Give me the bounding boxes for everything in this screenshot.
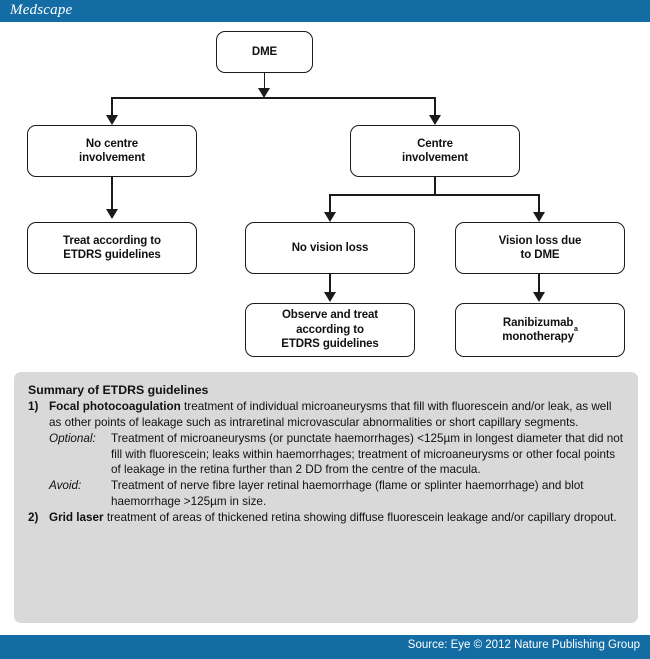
summary-item-1-text: treatment of individual microaneurysms t…	[49, 400, 612, 429]
summary-item-1-avoid-label: Avoid:	[49, 479, 82, 493]
summary-title: Summary of ETDRS guidelines	[28, 383, 209, 397]
arrow-centre-down	[428, 115, 441, 125]
summary-item-2-text: treatment of areas of thickened retina s…	[103, 511, 617, 525]
flow-node-no-centre-involvement: No centre involvement	[27, 125, 197, 177]
medscape-logo: Medscape	[10, 2, 73, 18]
source-attribution: Source: Eye © 2012 Nature Publishing Gro…	[407, 639, 640, 651]
summary-item-1: 1) Focal photocoagulation treatment of i…	[28, 399, 626, 430]
flow-node-no-vision-loss-label: No vision loss	[291, 241, 369, 254]
dme-treatment-flowchart: DME No centre involvement Centre involve…	[0, 22, 650, 370]
connector-no-centre-stem	[111, 177, 113, 211]
arrow-vision-loss-dme-down	[533, 212, 545, 222]
arrow-treat-etdrs-down	[105, 209, 118, 219]
flow-node-treat-etdrs-guidelines-label: Treat according to ETDRS guidelines	[63, 234, 161, 261]
summary-item-1-avoid-text: Treatment of nerve fibre layer retinal h…	[111, 479, 584, 508]
connector-drop-right-level2	[538, 194, 540, 214]
flow-node-dme: DME	[216, 31, 313, 73]
medscape-header-bar: Medscape	[0, 0, 650, 22]
arrow-ranibizumab-down	[533, 292, 545, 302]
flow-node-vision-loss-due-to-dme: Vision loss due to DME	[455, 222, 625, 274]
flow-node-observe-and-treat-label: Observe and treat according to ETDRS gui…	[281, 309, 379, 351]
flow-node-centre-involvement: Centre involvement	[350, 125, 520, 177]
flow-node-dme-label: DME	[251, 45, 278, 58]
footnote-marker-a: a	[573, 325, 578, 333]
connector-drop-left-level2	[329, 194, 331, 214]
flow-node-vision-loss-due-to-dme-label: Vision loss due to DME	[498, 234, 582, 261]
connector-drop-right-level1	[434, 97, 436, 117]
summary-item-1-number: 1)	[28, 400, 39, 414]
connector-drop-left-level1	[111, 97, 113, 117]
summary-item-1-avoid: Avoid: Treatment of nerve fibre layer re…	[28, 478, 626, 509]
summary-item-1-lead: Focal photocoagulation	[49, 400, 181, 414]
connector-split-level1	[111, 97, 435, 99]
flow-node-centre-involvement-label: Centre involvement	[401, 137, 468, 164]
connector-centre-stem	[434, 177, 436, 194]
connector-vision-loss-dme-stem	[538, 274, 540, 294]
summary-item-1-body: Focal photocoagulation treatment of indi…	[49, 399, 626, 430]
summary-item-2-body: Grid laser treatment of areas of thicken…	[49, 510, 626, 525]
arrow-no-centre-down	[105, 115, 118, 125]
connector-dme-stem	[263, 73, 266, 90]
summary-item-2: 2) Grid laser treatment of areas of thic…	[28, 510, 626, 525]
flow-node-no-centre-involvement-label: No centre involvement	[78, 137, 145, 164]
flow-node-treat-etdrs-guidelines: Treat according to ETDRS guidelines	[27, 222, 197, 274]
summary-item-1-optional: Optional: Treatment of microaneurysms (o…	[28, 431, 626, 477]
summary-panel: Summary of ETDRS guidelines 1) Focal pho…	[14, 372, 638, 623]
summary-item-1-optional-text: Treatment of microaneurysms (or punctate…	[111, 432, 624, 476]
connector-no-vision-loss-stem	[329, 274, 331, 294]
connector-split-level2	[329, 194, 540, 196]
summary-item-1-optional-label: Optional:	[49, 432, 96, 446]
summary-item-2-lead: Grid laser	[49, 511, 104, 525]
summary-item-2-number: 2)	[28, 511, 39, 525]
source-footer-bar: Source: Eye © 2012 Nature Publishing Gro…	[0, 635, 650, 659]
flow-node-no-vision-loss: No vision loss	[245, 222, 415, 274]
flow-node-ranibizumab-monotherapy-label: Ranibizumab monotherapy	[502, 316, 574, 343]
flow-node-observe-and-treat: Observe and treat according to ETDRS gui…	[245, 303, 415, 357]
arrow-observe-treat-down	[323, 292, 336, 302]
arrow-no-vision-loss-down	[323, 212, 336, 222]
arrow-dme-down	[258, 88, 270, 98]
